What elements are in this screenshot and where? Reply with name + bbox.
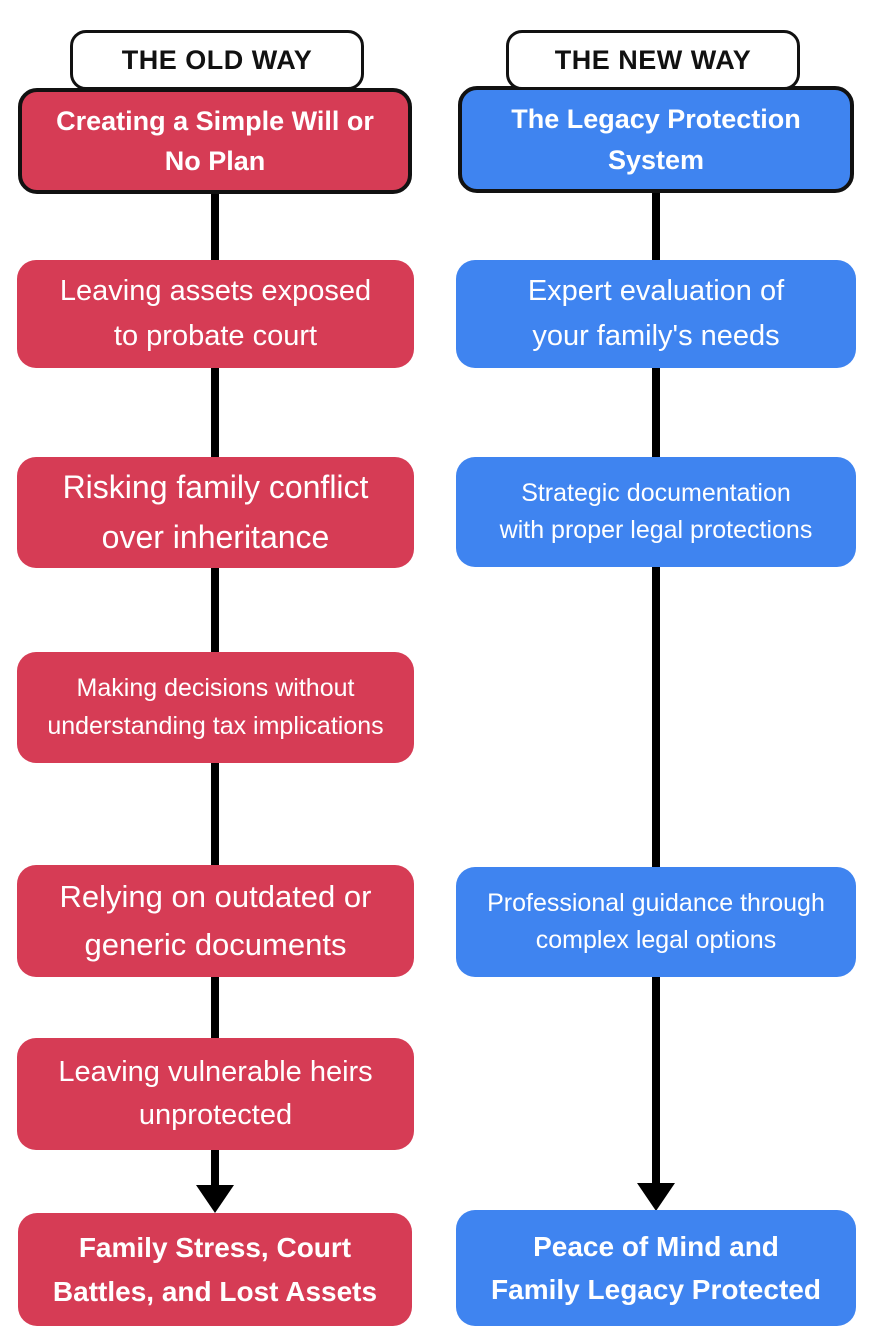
old-way-step-heirs-box: Leaving vulnerable heirs unprotected bbox=[17, 1038, 414, 1150]
old-way-step-tax-box: Making decisions without understanding t… bbox=[17, 652, 414, 763]
old-way-step-probate-text: Leaving assets exposed to probate court bbox=[59, 275, 372, 352]
old-way-step-heirs-text: Leaving vulnerable heirs unprotected bbox=[58, 1055, 373, 1132]
old-way-result-box: Family Stress, Court Battles, and Lost A… bbox=[18, 1213, 412, 1326]
new-way-header-text: THE NEW WAY bbox=[554, 44, 752, 75]
new-way-result-box: Peace of Mind and Family Legacy Protecte… bbox=[456, 1210, 856, 1326]
new-way-header-box: THE NEW WAY bbox=[506, 30, 800, 90]
old-way-title-box: Creating a Simple Will or No Plan bbox=[18, 88, 412, 194]
old-way-title-text: Creating a Simple Will or No Plan bbox=[56, 105, 374, 177]
old-way-step-outdated-box: Relying on outdated or generic documents bbox=[17, 865, 414, 977]
old-way-result-text: Family Stress, Court Battles, and Lost A… bbox=[52, 1232, 378, 1307]
old-way-step-probate-box: Leaving assets exposed to probate court bbox=[17, 260, 414, 368]
new-way-arrow-down-icon bbox=[637, 1183, 675, 1211]
new-way-step-evaluation-box: Expert evaluation of your family's needs bbox=[456, 260, 856, 368]
old-way-step-tax-text: Making decisions without understanding t… bbox=[47, 674, 384, 740]
new-way-connector-line bbox=[652, 190, 660, 1188]
old-way-step-conflict-text: Risking family conflict over inheritance bbox=[62, 468, 369, 555]
old-way-step-conflict-box: Risking family conflict over inheritance bbox=[17, 457, 414, 568]
new-way-title-box: The Legacy Protection System bbox=[458, 86, 854, 193]
new-way-title-text: The Legacy Protection System bbox=[511, 104, 801, 175]
new-way-step-documentation-box: Strategic documentation with proper lega… bbox=[456, 457, 856, 567]
old-way-step-outdated-text: Relying on outdated or generic documents bbox=[59, 878, 372, 962]
new-way-step-guidance-text: Professional guidance through complex le… bbox=[487, 888, 825, 955]
old-way-header-text: THE OLD WAY bbox=[121, 44, 313, 75]
new-way-step-guidance-box: Professional guidance through complex le… bbox=[456, 867, 856, 977]
new-way-step-documentation-text: Strategic documentation with proper lega… bbox=[499, 478, 813, 545]
old-way-header-box: THE OLD WAY bbox=[70, 30, 364, 90]
new-way-step-evaluation-text: Expert evaluation of your family's needs bbox=[527, 275, 785, 352]
new-way-result-text: Peace of Mind and Family Legacy Protecte… bbox=[491, 1230, 821, 1305]
old-way-arrow-down-icon bbox=[196, 1185, 234, 1213]
